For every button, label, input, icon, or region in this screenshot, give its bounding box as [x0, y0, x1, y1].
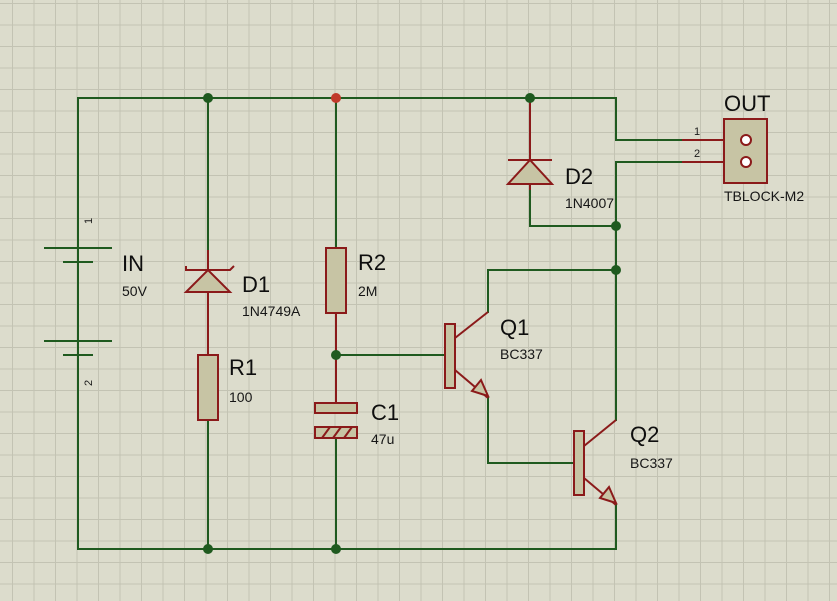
q2-collector-lead [583, 419, 617, 447]
out-ref: OUT [724, 91, 770, 116]
terminal-block-out[interactable]: 1 2 OUT TBLOCK-M2 [682, 91, 804, 204]
d1-ref: D1 [242, 272, 270, 297]
wire-q1-collector[interactable] [487, 269, 617, 313]
out-pin1-label: 1 [694, 126, 700, 138]
r2-body [325, 247, 347, 314]
r2-value: 2M [358, 283, 377, 299]
wire-top-rail[interactable] [77, 97, 701, 141]
junction-top-d2 [525, 93, 535, 103]
out-pin2-label: 2 [694, 148, 700, 160]
junction-top-d1 [203, 93, 213, 103]
c1-ref: C1 [371, 400, 399, 425]
junction-bottom-c1 [331, 544, 341, 554]
r2-ref: R2 [358, 250, 386, 275]
junction-bottom-r1 [203, 544, 213, 554]
d1-value: 1N4749A [242, 303, 301, 319]
out-value: TBLOCK-M2 [724, 188, 804, 204]
junction-top-r2-highlight[interactable] [331, 93, 341, 103]
wire-q1-emitter[interactable] [487, 397, 575, 464]
q1-base-bar [444, 323, 456, 389]
q1-ref: Q1 [500, 315, 529, 340]
transistor-q2[interactable]: Q2 BC337 [573, 419, 673, 506]
d1-bar [185, 265, 235, 271]
r1-value: 100 [229, 389, 253, 405]
battery-value: 50V [122, 283, 148, 299]
r1-ref: R1 [229, 355, 257, 380]
r1-body [197, 354, 219, 421]
q1-collector-lead [454, 311, 489, 339]
c1-plate-top [314, 402, 358, 414]
d2-ref: D2 [565, 164, 593, 189]
c1-value: 47u [371, 431, 394, 447]
wire-d2-bottom[interactable] [529, 189, 617, 227]
c1-hatch-2 [332, 426, 342, 439]
d1-body [183, 268, 233, 293]
resistor-r2[interactable]: R2 2M [325, 247, 386, 355]
junction-d2-bottom [611, 221, 621, 231]
battery-ref: IN [122, 251, 144, 276]
q2-ref: Q2 [630, 422, 659, 447]
d2-value: 1N4007 [565, 195, 614, 211]
junction-q1-collector [611, 265, 621, 275]
battery-in[interactable]: 1 2 IN 50V [44, 218, 148, 386]
wire-output-right[interactable] [615, 161, 701, 421]
q2-emitter-arrow [598, 485, 618, 505]
out-body [723, 118, 768, 184]
diode-d2[interactable]: D2 1N4007 [505, 98, 614, 211]
q2-value: BC337 [630, 455, 673, 471]
q1-value: BC337 [500, 346, 543, 362]
zener-diode-d1[interactable]: D1 1N4749A [183, 250, 301, 319]
c1-hatch-1 [321, 426, 331, 439]
c1-hatch-3 [343, 426, 353, 439]
out-pin1-socket[interactable] [740, 134, 752, 146]
d2-body [505, 158, 555, 185]
out-pin2-socket[interactable] [740, 156, 752, 168]
q1-emitter-arrow [470, 378, 490, 398]
resistor-r1[interactable]: R1 100 [197, 312, 257, 421]
q2-base-bar [573, 430, 585, 496]
junction-base-node [331, 350, 341, 360]
battery-pin-2-label: 2 [83, 380, 95, 386]
wires [77, 97, 701, 550]
transistor-q1[interactable]: Q1 BC337 [444, 311, 543, 399]
battery-pin-1-label: 1 [83, 218, 95, 224]
capacitor-c1[interactable]: C1 47u [314, 355, 399, 447]
junctions [203, 93, 621, 554]
